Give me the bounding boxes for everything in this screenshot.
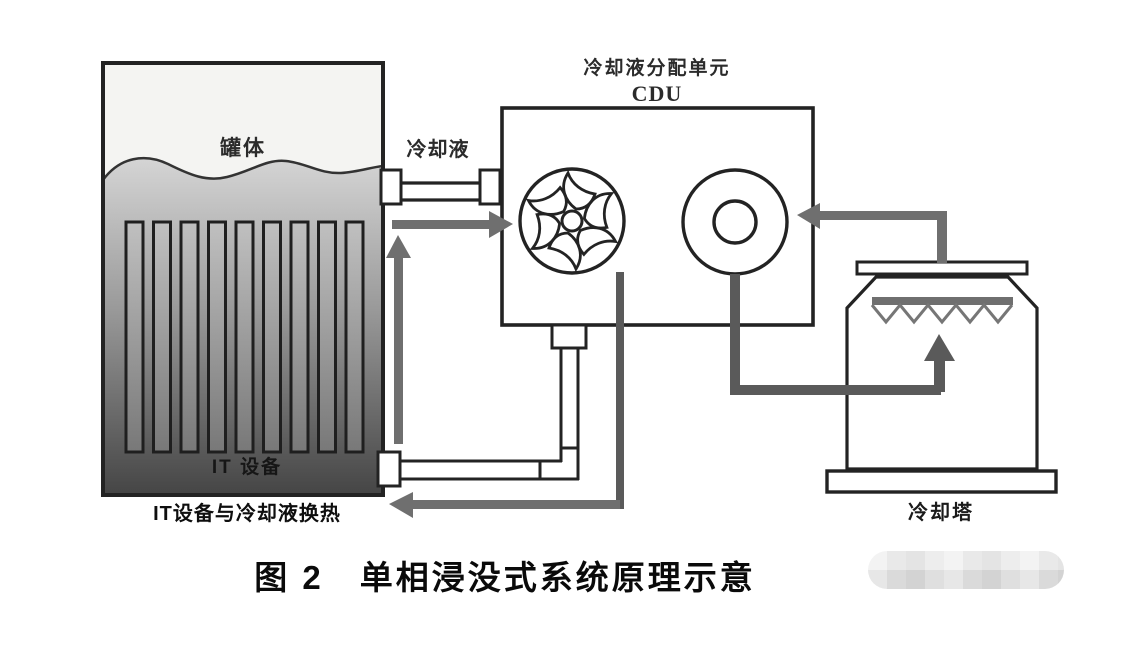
cdu-bottom-stub [550, 323, 588, 350]
pump-icon [681, 168, 789, 276]
to-cdu-arrow-shaft [392, 220, 490, 229]
pipe-body-horizontal [401, 463, 577, 478]
watermark-smudge [868, 551, 1064, 589]
spray-nozzle-icon [870, 302, 1014, 325]
cdu-unit [500, 106, 815, 350]
left-arrow-icon [797, 203, 820, 229]
tower-up-arrow-shaft [934, 354, 945, 392]
pipe-flange-tank [376, 450, 402, 488]
cooling-tower-label: 冷却塔 [908, 502, 974, 524]
fan-impeller-icon [518, 167, 626, 275]
cdu-title-label: 冷却液分配单元 [583, 58, 731, 79]
up-arrow-icon [386, 235, 411, 258]
tank-label: 罐体 [220, 137, 266, 160]
pipe-flange-left [379, 168, 403, 206]
server-bar [152, 220, 172, 454]
pipe-body [400, 184, 482, 199]
it-equipment-label: IT 设备 [211, 457, 283, 478]
server-bar [289, 220, 310, 454]
left-arrow-icon [389, 492, 413, 518]
return-arrow-shaft [411, 500, 620, 509]
pump-to-tower-pipe [730, 385, 941, 395]
fan-blade [525, 185, 568, 216]
tank-outline [101, 61, 385, 497]
spray-header-bar [872, 297, 1013, 305]
cooling-tower [825, 260, 1058, 494]
pipe-body-vertical [562, 348, 577, 478]
tower-to-cdu-arrow-shaft [816, 211, 942, 220]
tank-caption: IT设备与冷却液换热 [153, 503, 341, 525]
liquid-surface-wave [101, 156, 384, 181]
server-bar [344, 220, 365, 454]
server-bars [124, 220, 365, 454]
server-bar [262, 220, 282, 454]
coolant-pipe-label: 冷却液 [406, 139, 470, 161]
pipe-flange-right [478, 168, 502, 206]
figure-caption: 图 2 单相浸没式系统原理示意 [254, 559, 756, 596]
server-bar [234, 220, 255, 454]
cdu-abbreviation: CDU [631, 81, 683, 106]
server-bar [179, 220, 200, 454]
tower-base [825, 469, 1058, 494]
return-pipe-bottom [376, 348, 580, 488]
tower-elbow-pipe [937, 211, 947, 263]
server-bar [317, 220, 337, 454]
tank-riser-arrow-shaft [394, 247, 403, 444]
tower-lid [855, 260, 1029, 276]
flow-arrows [386, 203, 955, 518]
server-bar [124, 220, 145, 454]
server-bar [207, 220, 227, 454]
fan-down-pipe [616, 272, 624, 509]
right-arrow-icon [489, 211, 513, 238]
supply-pipe-top [379, 168, 502, 206]
immersion-tank [101, 61, 385, 497]
up-arrow-icon [924, 334, 955, 361]
pump-down-pipe [730, 274, 740, 392]
